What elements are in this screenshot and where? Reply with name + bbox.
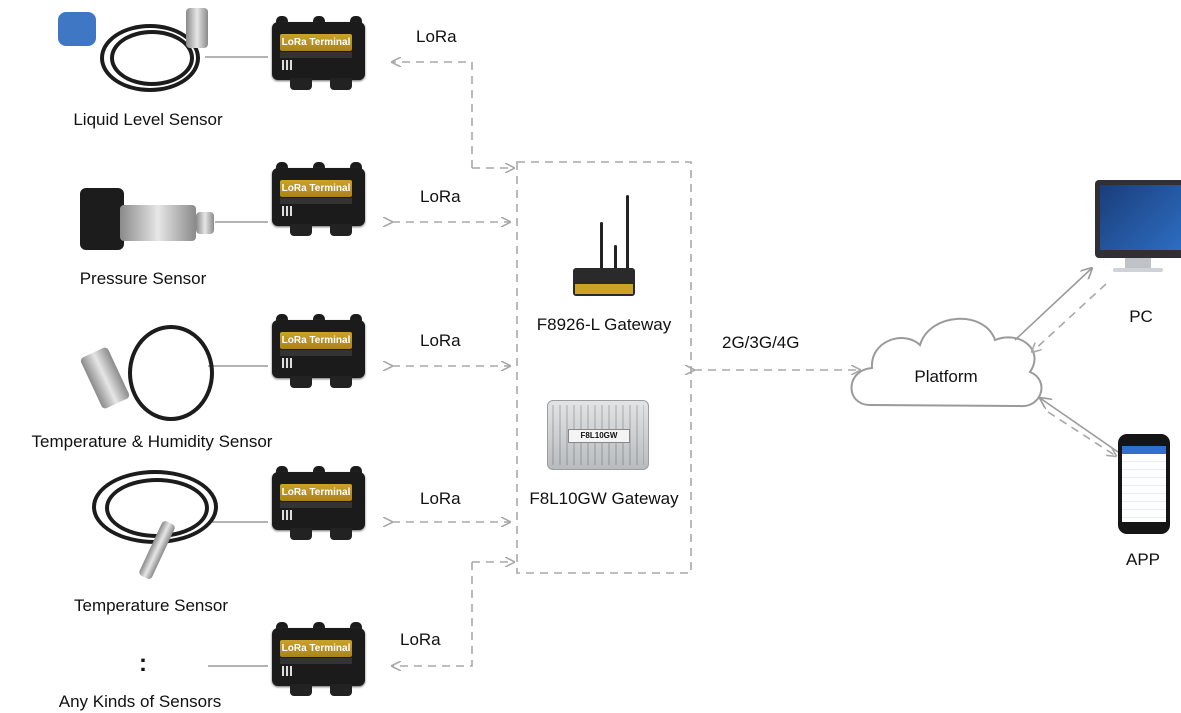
lora-terminal-2: LoRa Terminal [266,162,371,236]
pc-link-dashed [1032,283,1107,352]
lora-label-4: LoRa [420,489,461,508]
lora-terminal-5: LoRa Terminal [266,622,371,696]
pressure-sensor-label: Pressure Sensor [79,269,207,288]
app-link-solid [1040,398,1119,453]
temperature-sensor-label: Temperature Sensor [73,596,229,615]
lora-link-1 [392,62,473,168]
f8l10gw-gateway-label: F8L10GW Gateway [529,489,679,508]
temperature-humidity-sensor-label: Temperature & Humidity Sensor [31,432,273,451]
terminal-plate: LoRa Terminal [280,484,352,501]
gateway-nameplate: F8L10GW [568,429,630,443]
liquid-level-sensor-label: Liquid Level Sensor [73,110,223,129]
lora-label-5: LoRa [400,630,441,649]
pc-label: PC [1129,307,1153,326]
gateway-group-box [516,161,692,574]
lora-label-1: LoRa [416,27,457,46]
app-label: APP [1125,550,1161,569]
any-sensors-label: Any Kinds of Sensors [58,692,222,711]
f8926-gateway-label: F8926-L Gateway [536,315,672,334]
lora-link-5 [392,562,473,666]
lora-terminal-4: LoRa Terminal [266,466,371,540]
lora-terminal-3: LoRa Terminal [266,314,371,388]
lora-label-3: LoRa [420,331,461,350]
terminal-plate: LoRa Terminal [280,332,352,349]
cellular-label: 2G/3G/4G [722,333,800,352]
app-link-dashed [1047,411,1116,456]
lora-terminal-1: LoRa Terminal [266,16,371,90]
platform-label: Platform [914,367,978,386]
more-sensors-marker: : [139,650,147,677]
pc-monitor-image [1095,180,1181,272]
app-phone-image [1118,434,1170,534]
pc-link-solid [1014,268,1092,341]
terminal-plate: LoRa Terminal [280,640,352,657]
terminal-plate: LoRa Terminal [280,34,352,51]
terminal-plate: LoRa Terminal [280,180,352,197]
platform-cloud [850,317,1043,408]
lora-label-2: LoRa [420,187,461,206]
